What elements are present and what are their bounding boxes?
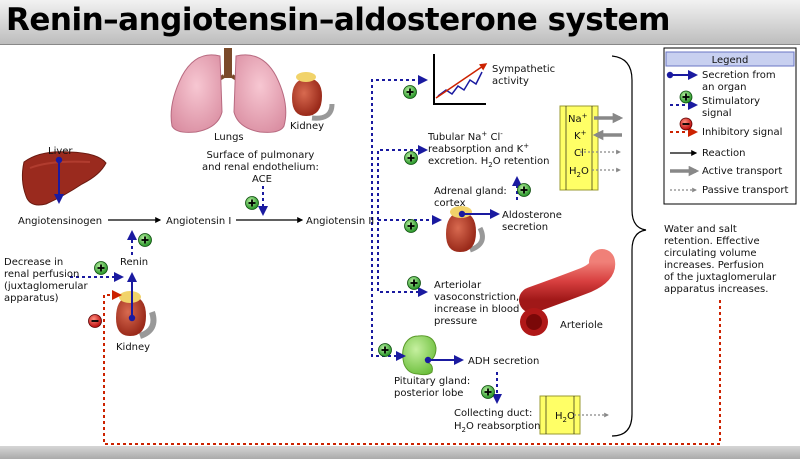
kidney-top-illustration — [292, 72, 335, 121]
kidney-top-label: Kidney — [290, 121, 324, 132]
plus-badge — [407, 276, 421, 290]
plus-badge — [404, 151, 418, 165]
ace-label: Surface of pulmonary and renal endotheli… — [202, 150, 322, 185]
angiotensin-ii-node: Angiotensin II — [306, 216, 374, 227]
branch-trunk-1 — [371, 75, 428, 220]
ion-transport-box: Na+ K+ Cl- H2O — [559, 105, 624, 191]
bottom-strip — [0, 446, 800, 459]
legend-plus-badge — [679, 90, 693, 104]
title-bar: Renin–angiotensin–aldosterone system — [0, 0, 800, 45]
branch-arteriole — [377, 222, 428, 297]
branch-pituitary — [371, 222, 406, 361]
legend-item-passive: Passive transport — [702, 185, 788, 196]
legend-item-active: Active transport — [702, 166, 782, 177]
lungs-label: Lungs — [214, 132, 244, 143]
plus-badge — [481, 385, 495, 399]
collect-h2o: H2O — [555, 411, 575, 424]
ion-h2o: H2O — [569, 166, 589, 179]
ion-cl: Cl- — [574, 146, 587, 159]
arteriolar-label: Arteriolar vasoconstriction, increase in… — [434, 280, 523, 327]
sympathetic-graph — [433, 54, 488, 105]
inhibitory-feedback-loop — [103, 290, 721, 445]
pituitary-illustration — [402, 335, 437, 376]
minus-badge — [88, 314, 102, 328]
water-salt-summary: Water and salt retention. Effective circ… — [664, 224, 779, 295]
liver-illustration — [21, 151, 107, 206]
collecting-label: Collecting duct: H2O reabsorption — [454, 408, 541, 434]
ion-na: Na+ — [568, 112, 588, 125]
plus-badge — [245, 196, 259, 210]
plus-badge — [517, 183, 531, 197]
renin-node: Renin — [120, 257, 148, 268]
sympathetic-label: Sympathetic activity — [492, 64, 558, 87]
adrenal-label: Adrenal gland: cortex — [434, 186, 510, 209]
ion-k: K+ — [574, 129, 587, 142]
lungs-illustration — [170, 48, 287, 133]
plus-badge — [404, 219, 418, 233]
kidney-bottom-illustration — [116, 291, 157, 339]
perfusion-label: Decrease in renal perfusion (juxtaglomer… — [4, 257, 91, 304]
plus-badge — [403, 85, 417, 99]
summary-brace — [611, 55, 647, 437]
arteriole-illustration — [519, 249, 616, 336]
arteriole-label: Arteriole — [560, 320, 603, 331]
plus-badge — [138, 233, 152, 247]
kidney-bottom-label: Kidney — [116, 342, 150, 353]
legend-title: Legend — [712, 55, 749, 66]
diagram-title: Renin–angiotensin–aldosterone system — [6, 2, 670, 38]
liver-label: Liver — [48, 146, 73, 157]
legend-item-reaction: Reaction — [702, 148, 745, 159]
tubular-label: Tubular Na+ Cl- reabsorption and K+ excr… — [427, 128, 549, 169]
collecting-duct-box: H2O — [539, 395, 609, 435]
angiotensinogen-node: Angiotensinogen — [18, 216, 102, 227]
adrenal-kidney-illustration — [446, 206, 485, 253]
angiotensin-i-node: Angiotensin I — [166, 216, 231, 227]
legend-item-inhibitory: Inhibitory signal — [702, 127, 782, 138]
legend-minus-badge — [679, 117, 693, 131]
pituitary-label: Pituitary gland: posterior lobe — [394, 376, 473, 399]
plus-badge — [378, 343, 392, 357]
branch-trunk-2 — [377, 145, 428, 220]
plus-badge — [94, 261, 108, 275]
adh-label: ADH secretion — [468, 356, 539, 367]
aldosterone-label: Aldosterone secretion — [502, 210, 565, 233]
